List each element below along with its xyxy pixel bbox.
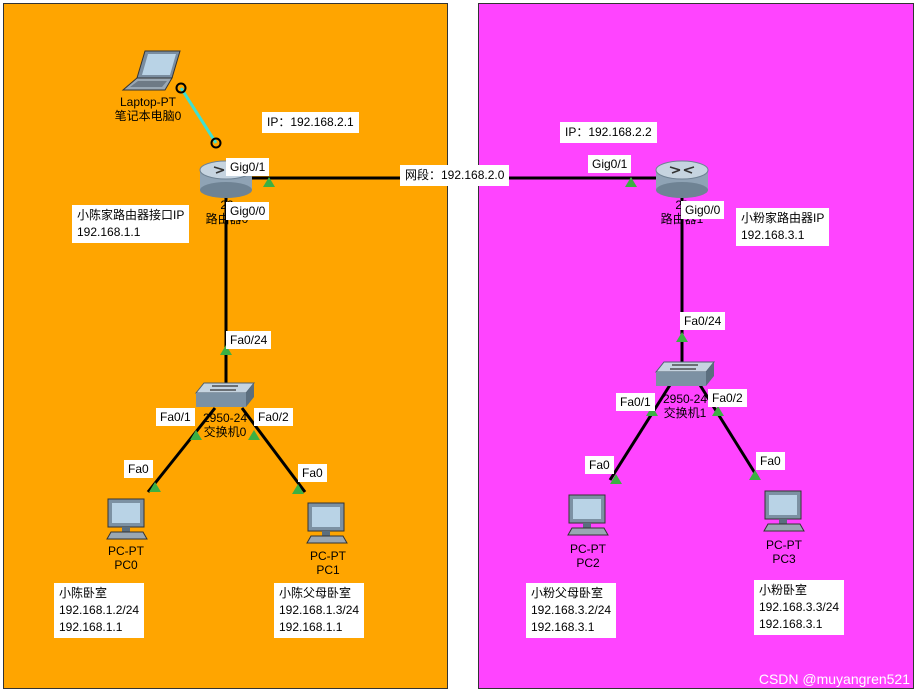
port-up-indicator [646, 406, 658, 416]
pc1-gateway: 192.168.1.1 [279, 620, 343, 634]
pc1-label: PC-PT PC1 [298, 549, 358, 577]
port-up-indicator [676, 332, 688, 342]
port-up-indicator [625, 177, 637, 187]
pc2-label: PC-PT PC2 [558, 542, 618, 570]
port-up-indicator [712, 406, 724, 416]
pc-icon[interactable] [564, 493, 610, 537]
pc-icon[interactable] [103, 497, 149, 541]
router0-note-title: 小陈家路由器接口IP [77, 208, 185, 222]
switch1-model: 2950-24 [662, 392, 708, 406]
switch1-port-fa0-1: Fa0/1 [616, 393, 655, 411]
pc3-name: PC3 [772, 552, 796, 566]
pc1-model: PC-PT [310, 549, 346, 563]
port-up-indicator [149, 482, 161, 492]
router0-ip-label: IP：192.168.2.1 [262, 112, 359, 133]
switch1-port-fa0-2: Fa0/2 [708, 389, 747, 407]
laptop-name: 笔记本电脑0 [114, 109, 182, 123]
switch0-label: 2950-24 交换机0 [196, 411, 254, 439]
router0-note-ip: 192.168.1.1 [77, 225, 141, 239]
console-port-laptop [175, 82, 187, 94]
laptop-model: Laptop-PT [119, 95, 177, 109]
laptop-icon[interactable] [115, 48, 185, 94]
pc-icon[interactable] [303, 501, 349, 545]
pc3-gateway: 192.168.3.1 [759, 617, 823, 631]
port-up-indicator [610, 474, 622, 484]
port-up-indicator [248, 430, 260, 440]
pc1-ip: 192.168.1.3/24 [279, 603, 360, 617]
router1-port-gig0-0: Gig0/0 [681, 201, 725, 219]
pc1-info: 小陈父母卧室 192.168.1.3/24 192.168.1.1 [274, 583, 365, 638]
pc2-name: PC2 [576, 556, 600, 570]
router1-note-ip: 192.168.3.1 [741, 228, 805, 242]
pc1-name: PC1 [316, 563, 340, 577]
pc3-info: 小粉卧室 192.168.3.3/24 192.168.3.1 [754, 580, 845, 635]
switch0-port-fa0-24: Fa0/24 [226, 331, 272, 349]
pc0-gateway: 192.168.1.1 [59, 620, 123, 634]
pc0-label: PC-PT PC0 [96, 544, 156, 572]
link-switch1-pc2[interactable] [608, 384, 672, 481]
link-switch0-pc0[interactable] [146, 407, 217, 493]
port-up-indicator [220, 345, 232, 355]
pc2-gateway: 192.168.3.1 [531, 620, 595, 634]
router-icon[interactable] [654, 158, 710, 200]
switch1-port-fa0-24: Fa0/24 [680, 312, 726, 330]
pc2-model: PC-PT [570, 542, 606, 556]
pc0-location: 小陈卧室 [59, 586, 108, 600]
pc2-info: 小粉父母卧室 192.168.3.2/24 192.168.3.1 [526, 583, 617, 638]
pc2-location: 小粉父母卧室 [531, 586, 604, 600]
pc3-label: PC-PT PC3 [754, 538, 814, 566]
pc3-port-fa0: Fa0 [756, 452, 785, 470]
router1-note-title: 小粉家路由器IP [741, 211, 825, 225]
switch0-model: 2950-24 [202, 411, 248, 425]
port-up-indicator [292, 484, 304, 494]
pc-icon[interactable] [760, 489, 806, 533]
laptop-label: Laptop-PT 笔记本电脑0 [108, 95, 188, 123]
pc3-model: PC-PT [766, 538, 802, 552]
switch0-port-fa0-2: Fa0/2 [254, 408, 293, 426]
switch0-port-fa0-1: Fa0/1 [156, 408, 195, 426]
pc0-info: 小陈卧室 192.168.1.2/24 192.168.1.1 [54, 583, 145, 638]
pc3-location: 小粉卧室 [759, 583, 808, 597]
watermark: CSDN @muyangren521 [758, 671, 910, 687]
switch0-name: 交换机0 [203, 425, 247, 439]
pc1-location: 小陈父母卧室 [279, 586, 352, 600]
switch-icon[interactable] [194, 381, 256, 411]
pc0-ip: 192.168.1.2/24 [59, 603, 140, 617]
pc2-port-fa0: Fa0 [585, 456, 614, 474]
router0-port-gig0-1: Gig0/1 [226, 158, 270, 176]
console-port-router [210, 137, 222, 149]
router0-lan-note: 小陈家路由器接口IP 192.168.1.1 [72, 205, 190, 243]
pc0-model: PC-PT [108, 544, 144, 558]
pc0-port-fa0: Fa0 [124, 460, 153, 478]
port-up-indicator [190, 430, 202, 440]
link-switch0-pc1[interactable] [240, 407, 307, 493]
switch-icon[interactable] [654, 360, 716, 390]
wan-segment-label: 网段：192.168.2.0 [400, 165, 510, 186]
router1-lan-note: 小粉家路由器IP 192.168.3.1 [736, 208, 830, 246]
router1-ip-label: IP：192.168.2.2 [560, 122, 657, 143]
switch1-label: 2950-24 交换机1 [656, 392, 714, 420]
pc1-port-fa0: Fa0 [298, 464, 327, 482]
router0-port-gig0-0: Gig0/0 [226, 202, 270, 220]
switch1-name: 交换机1 [663, 406, 707, 420]
port-up-indicator [263, 177, 275, 187]
router1-port-gig0-1: Gig0/1 [588, 155, 632, 173]
right-network-zone [478, 3, 914, 689]
pc3-ip: 192.168.3.3/24 [759, 600, 840, 614]
port-up-indicator [749, 470, 761, 480]
pc0-name: PC0 [114, 558, 138, 572]
pc2-ip: 192.168.3.2/24 [531, 603, 612, 617]
